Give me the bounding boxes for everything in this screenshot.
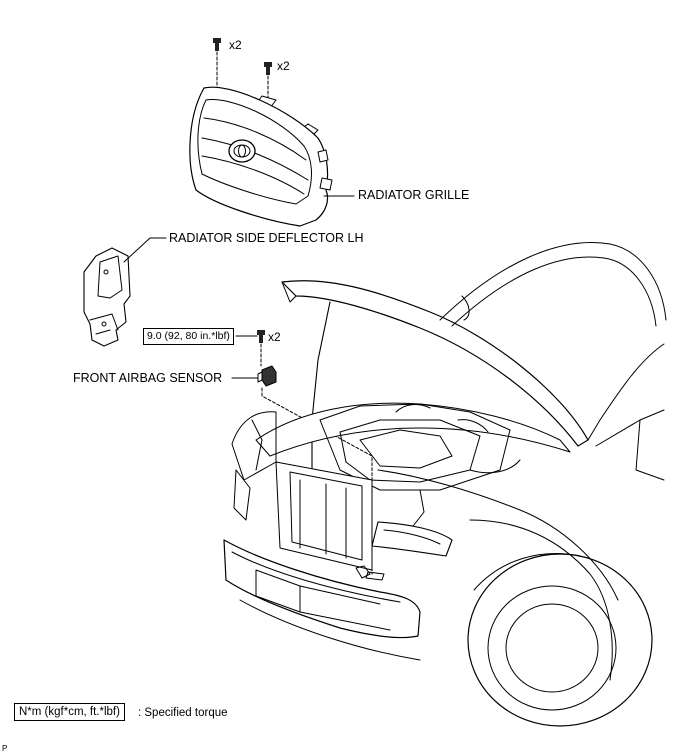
radiator-grille-label: RADIATOR GRILLE [358,188,470,202]
front-airbag-sensor-label: FRONT AIRBAG SENSOR [73,371,223,385]
radiator-side-deflector-lh-label: RADIATOR SIDE DEFLECTOR LH [169,231,364,245]
front-airbag-sensor-drawing [257,365,277,387]
grille-clip-qty: x2 [277,59,290,73]
torque-unit-legend-box: N*m (kgf*cm, ft.*lbf) [14,703,125,721]
grille-clip-icon [213,38,221,89]
sensor-bolt-qty: x2 [268,330,281,344]
grille-clip-qty: x2 [229,38,242,52]
sensor-bolt-icon [257,330,265,367]
radiator-grille-drawing [189,86,333,227]
radiator-side-deflector-drawing [83,247,131,347]
corner-code: P [2,744,8,753]
torque-legend-description: : Specified torque [138,707,228,719]
vehicle-body-drawing [223,242,667,727]
sensor-bolt-torque-spec: 9.0 (92, 80 in.*lbf) [143,328,234,345]
